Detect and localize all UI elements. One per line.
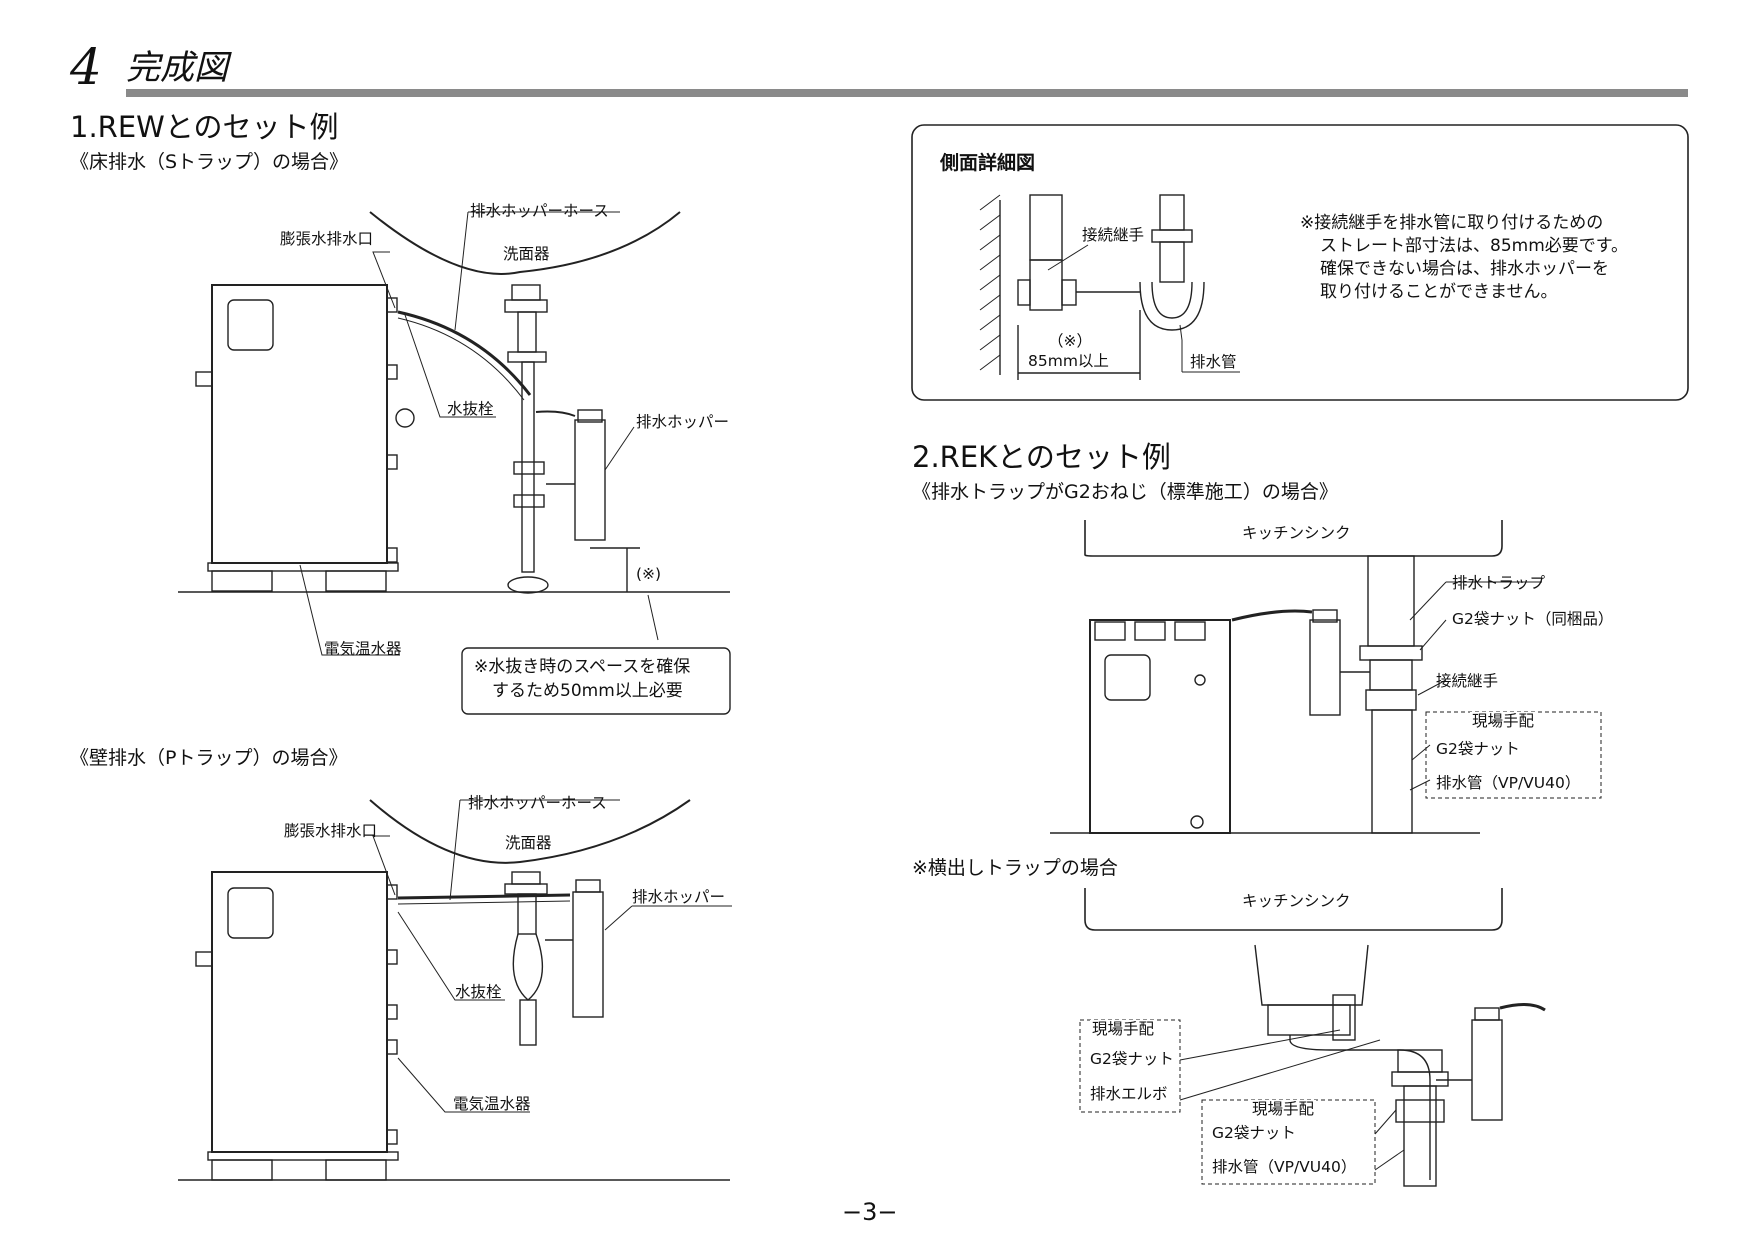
section2-title: 2.REKとのセット例: [912, 440, 1171, 474]
page-number: −3−: [842, 1198, 898, 1226]
label-local-arrangement2: 現場手配: [1090, 1020, 1157, 1038]
wall-drain-figure: [178, 799, 732, 1181]
label-g2-included: G2袋ナット（同梱品）: [1452, 610, 1614, 628]
label-local-arrangement3: 現場手配: [1250, 1100, 1317, 1118]
label-expansion-outlet-wall: 膨張水排水口: [284, 822, 378, 840]
floor-case-subtitle: 《床排水（Sトラップ）の場合》: [70, 151, 349, 173]
floor-note-line1: ※水抜き時のスペースを確保: [474, 657, 691, 677]
label-g2-nut: G2袋ナット: [1436, 740, 1520, 758]
label-pipe: 排水管: [1190, 353, 1237, 371]
floor-note-line2: するため50mm以上必要: [492, 681, 683, 701]
label-g2-nut3: G2袋ナット: [1212, 1124, 1296, 1142]
label-local-arrangement: 現場手配: [1470, 712, 1537, 730]
side-note-line3: 確保できない場合は、排水ホッパーを: [1320, 259, 1609, 279]
label-drain-plug-wall: 水抜栓: [455, 983, 502, 1001]
label-hopper-wall: 排水ホッパー: [632, 888, 726, 906]
label-expansion-outlet: 膨張水排水口: [280, 230, 374, 248]
label-side-sink: キッチンシンク: [1242, 892, 1351, 910]
side-trap-figure: [1079, 888, 1546, 1187]
label-heater-wall: 電気温水器: [453, 1095, 531, 1113]
header-rule: [126, 89, 1688, 97]
label-elbow: 排水エルボ: [1090, 1085, 1168, 1103]
side-detail-title: 側面詳細図: [940, 152, 1036, 174]
label-drain-pipe2: 排水管（VP/VU40）: [1212, 1158, 1357, 1176]
side-detail-figure: [911, 124, 1689, 401]
label-dimension: 85mm以上: [1028, 352, 1109, 370]
label-dim-ref: （※）: [1048, 332, 1092, 350]
label-basin-wall: 洗面器: [505, 834, 552, 852]
wall-case-subtitle: 《壁排水（Pトラップ）の場合》: [70, 747, 348, 769]
label-joint-rek: 接続継手: [1436, 672, 1499, 690]
label-joint: 接続継手: [1082, 226, 1145, 244]
chapter-title: 完成図: [126, 48, 228, 88]
label-g2-nut2: G2袋ナット: [1090, 1050, 1174, 1068]
section1-title: 1.REWとのセット例: [70, 110, 339, 144]
side-note-line1: ※接続継手を排水管に取り付けるための: [1300, 213, 1604, 233]
label-sink: キッチンシンク: [1242, 524, 1351, 542]
label-basin: 洗面器: [503, 245, 550, 263]
label-heater: 電気温水器: [324, 640, 402, 658]
label-ref-mark: (※): [636, 565, 662, 583]
side-note-line2: ストレート部寸法は、85mm必要です。: [1320, 236, 1629, 256]
section2-subtitle: 《排水トラップがG2おねじ（標準施工）の場合》: [912, 481, 1338, 503]
side-note-line4: 取り付けることができません。: [1320, 282, 1558, 302]
label-hose-wall: 排水ホッパーホース: [468, 794, 607, 812]
label-trap: 排水トラップ: [1452, 574, 1546, 592]
label-hopper: 排水ホッパー: [636, 413, 730, 431]
label-drain-plug: 水抜栓: [447, 400, 494, 418]
floor-drain-figure: [178, 211, 731, 715]
label-hose: 排水ホッパーホース: [470, 202, 609, 220]
side-trap-title: ※横出しトラップの場合: [912, 857, 1118, 879]
chapter-number: 4: [70, 38, 102, 96]
rek-standard-figure: [1050, 520, 1602, 834]
label-drain-pipe: 排水管（VP/VU40）: [1436, 774, 1581, 792]
